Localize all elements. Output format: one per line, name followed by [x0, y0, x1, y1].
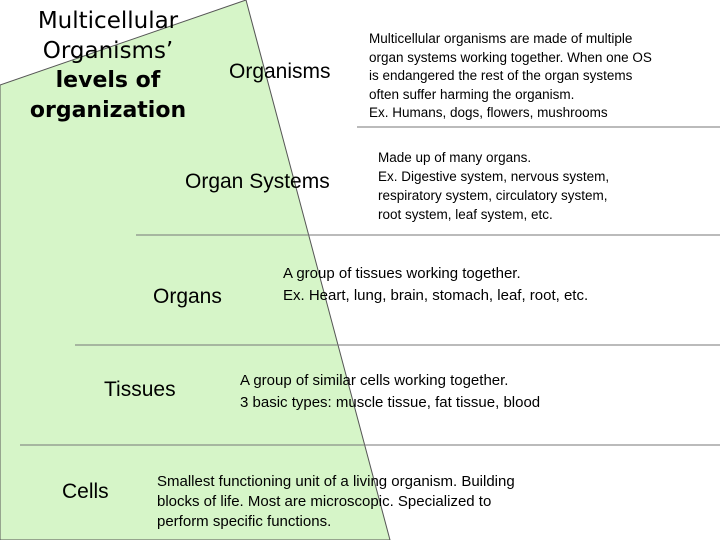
title-line-1: Multicellular [37, 8, 179, 34]
description-line: perform specific functions. [157, 513, 332, 530]
description-line: often suffer harming the organism. [369, 86, 575, 102]
description-line: 3 basic types: muscle tissue, fat tissue… [240, 394, 541, 411]
description-line: A group of similar cells working togethe… [240, 372, 509, 389]
description-line: Ex. Heart, lung, brain, stomach, leaf, r… [283, 287, 589, 304]
description-line: Ex. Humans, dogs, flowers, mushrooms [369, 105, 608, 120]
level-label-cells: Cells [62, 480, 109, 503]
description-organs: A group of tissues working together. Ex.… [283, 263, 588, 307]
description-line: Multicellular organisms are made of mult… [369, 31, 633, 46]
description-line: Smallest functioning unit of a living or… [157, 473, 515, 490]
description-line: Made up of many organs. [378, 150, 532, 165]
description-line: root system, leaf system, etc. [378, 207, 553, 222]
description-line: Ex. Digestive system, nervous system, [378, 169, 610, 184]
level-label-tissues: Tissues [104, 378, 176, 401]
description-line: respiratory system, circulatory system, [378, 188, 608, 203]
diagram-title: Multicellular Organisms’ levels of organ… [18, 6, 198, 126]
description-cells: Smallest functioning unit of a living or… [157, 472, 515, 532]
level-label-organs: Organs [153, 285, 222, 308]
title-line-4: organization [29, 98, 187, 123]
description-organ-systems: Made up of many organs. Ex. Digestive sy… [378, 148, 609, 224]
description-line: A group of tissues working together. [283, 265, 521, 282]
level-label-organ-systems: Organ Systems [185, 170, 330, 193]
description-line: organ systems working together. When one… [369, 49, 652, 65]
description-organisms: Multicellular organisms are made of mult… [369, 30, 652, 123]
pyramid-shape [0, 0, 391, 540]
description-line: is endangered the rest of the organ syst… [369, 68, 633, 83]
description-tissues: A group of similar cells working togethe… [240, 370, 540, 414]
title-line-3: levels of [55, 68, 161, 93]
title-line-2: Organisms’ [42, 38, 174, 64]
level-label-organisms: Organisms [229, 60, 331, 83]
description-line: blocks of life. Most are microscopic. Sp… [157, 493, 492, 510]
